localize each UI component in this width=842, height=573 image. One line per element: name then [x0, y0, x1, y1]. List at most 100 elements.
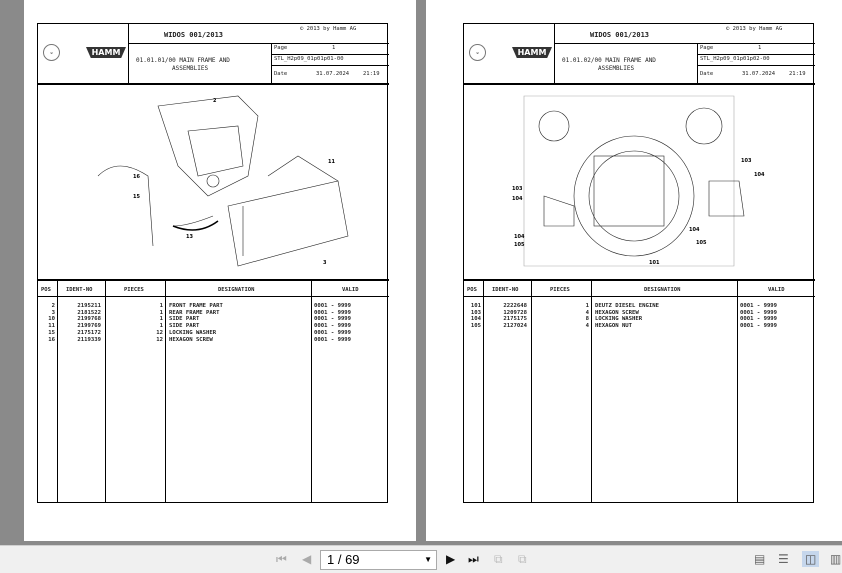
cell-valid: 0001 - 9999: [314, 316, 352, 323]
cell-pos: 10: [48, 316, 55, 323]
previous-page-icon[interactable]: ◀: [302, 552, 312, 566]
continuous-view-icon[interactable]: ☰: [778, 552, 789, 566]
page-number-input[interactable]: 1 / 69 ▼: [320, 550, 437, 570]
callout-label: 103: [741, 158, 752, 164]
cell-pieces: 8: [585, 316, 589, 323]
callout-label: 105: [696, 240, 707, 246]
document-id: STL_H2p09_01p01p01-00: [274, 56, 344, 62]
parts-sheet: W HAMM WIDOS 001/2013 © 2013 by Hamm AG …: [37, 23, 389, 503]
col-pos: POS: [467, 287, 477, 293]
cell-pieces: 1: [159, 303, 163, 309]
cell-pos: 103: [470, 309, 481, 316]
callout-label: 16: [133, 174, 140, 180]
cell-valid: 0001 - 9999: [740, 323, 778, 330]
document-page-1: W HAMM WIDOS 001/2013 © 2013 by Hamm AG …: [24, 0, 416, 541]
page-label: Page: [700, 45, 714, 51]
callout-label: 11: [328, 159, 335, 165]
callout-label: 2: [213, 98, 217, 104]
cell-pos: 15: [48, 329, 55, 336]
cell-ident-no: 2175175: [503, 316, 527, 323]
page-value: 1: [332, 45, 336, 51]
cell-ident-no: 2119339: [77, 336, 101, 343]
cell-valid: 0001 - 9999: [740, 309, 778, 316]
col-valid: VALID: [768, 287, 785, 293]
catalog-title: WIDOS 001/2013: [164, 31, 224, 39]
page-label: Page: [274, 45, 288, 51]
callout-label: 105: [514, 242, 525, 248]
cell-pos: 3: [51, 309, 55, 316]
cell-designation: DEUTZ DIESEL ENGINE: [595, 303, 659, 309]
cell-designation: FRONT FRAME PART: [169, 303, 223, 309]
cell-designation: LOCKING WASHER: [169, 329, 217, 336]
callout-label: 13: [186, 234, 193, 240]
table-row: 103 1209728 4 HEXAGON SCREW 0001 - 9999: [464, 310, 815, 317]
col-ident-no: IDENT-NO: [492, 287, 519, 293]
hamm-logo: HAMM: [512, 47, 552, 58]
wirtgen-logo: W: [43, 44, 60, 61]
callout-label: 104: [754, 172, 765, 178]
page-divider: [418, 0, 426, 541]
two-page-view-icon[interactable]: ◫: [802, 551, 820, 567]
cell-pieces: 1: [159, 316, 163, 323]
callout-label: 104: [514, 234, 525, 240]
section-title: 01.01.01/00 MAIN FRAME AND: [136, 57, 230, 64]
cell-ident-no: 2195211: [77, 303, 101, 309]
date-label: Date: [700, 71, 714, 77]
cell-pos: 101: [470, 303, 481, 309]
section-title: 01.01.02/00 MAIN FRAME AND: [562, 57, 656, 64]
cell-ident-no: 2175172: [77, 329, 101, 336]
page-number-value: 1 / 69: [327, 552, 360, 567]
pdf-toolbar: ⏮ ◀ 1 / 69 ▼ ▶ ⏭ ⧉ ⧉ ▤ ☰ ◫ ▥: [0, 545, 842, 573]
page-value: 1: [758, 45, 762, 51]
table-row: 11 2199769 1 SIDE PART 0001 - 9999: [38, 323, 389, 330]
cell-ident-no: 1209728: [503, 309, 527, 316]
callout-label: 104: [689, 227, 700, 233]
cell-designation: SIDE PART: [169, 323, 200, 330]
single-page-view-icon[interactable]: ▤: [754, 552, 766, 566]
cell-ident-no: 2127024: [503, 323, 527, 330]
cell-pos: 11: [48, 323, 55, 330]
next-page-icon[interactable]: ▶: [446, 552, 456, 566]
parts-sheet: W HAMM WIDOS 001/2013 © 2013 by Hamm AG …: [463, 23, 815, 503]
section-title-2: ASSEMBLIES: [172, 65, 209, 72]
cell-valid: 0001 - 9999: [314, 303, 352, 309]
previous-view-icon[interactable]: ⧉: [494, 552, 503, 566]
cell-pieces: 12: [156, 329, 163, 336]
cell-ident-no: 2199769: [77, 323, 101, 330]
time-value: 21:19: [789, 71, 806, 77]
next-view-icon[interactable]: ⧉: [518, 552, 527, 566]
col-designation: DESIGNATION: [218, 287, 255, 293]
cell-ident-no: 2181522: [77, 309, 101, 316]
copyright: © 2013 by Hamm AG: [300, 26, 357, 32]
callout-label: 103: [512, 186, 523, 192]
cell-pos: 16: [48, 336, 55, 343]
col-pieces: PIECES: [124, 287, 144, 293]
catalog-title: WIDOS 001/2013: [590, 31, 650, 39]
cell-pieces: 1: [159, 323, 163, 330]
first-page-icon[interactable]: ⏮: [276, 552, 287, 566]
copyright: © 2013 by Hamm AG: [726, 26, 783, 32]
document-id: STL_H2p09_01p01p02-00: [700, 56, 770, 62]
cell-designation: REAR FRAME PART: [169, 309, 220, 316]
cell-designation: HEXAGON SCREW: [169, 336, 213, 343]
callout-label: 101: [649, 260, 660, 266]
exploded-view-drawing: 103 104 104 105 101 103 104 104 105: [512, 95, 765, 267]
cell-valid: 0001 - 9999: [314, 323, 352, 330]
section-title-2: ASSEMBLIES: [598, 65, 635, 72]
callout-label: 104: [512, 196, 523, 202]
chevron-down-icon[interactable]: ▼: [424, 555, 432, 564]
cell-designation: HEXAGON SCREW: [595, 309, 639, 316]
cell-pieces: 4: [585, 309, 589, 316]
two-page-continuous-icon[interactable]: ▥: [830, 552, 842, 566]
col-designation: DESIGNATION: [644, 287, 681, 293]
last-page-icon[interactable]: ⏭: [468, 552, 479, 566]
col-pos: POS: [41, 287, 51, 293]
wirtgen-logo: W: [469, 44, 486, 61]
